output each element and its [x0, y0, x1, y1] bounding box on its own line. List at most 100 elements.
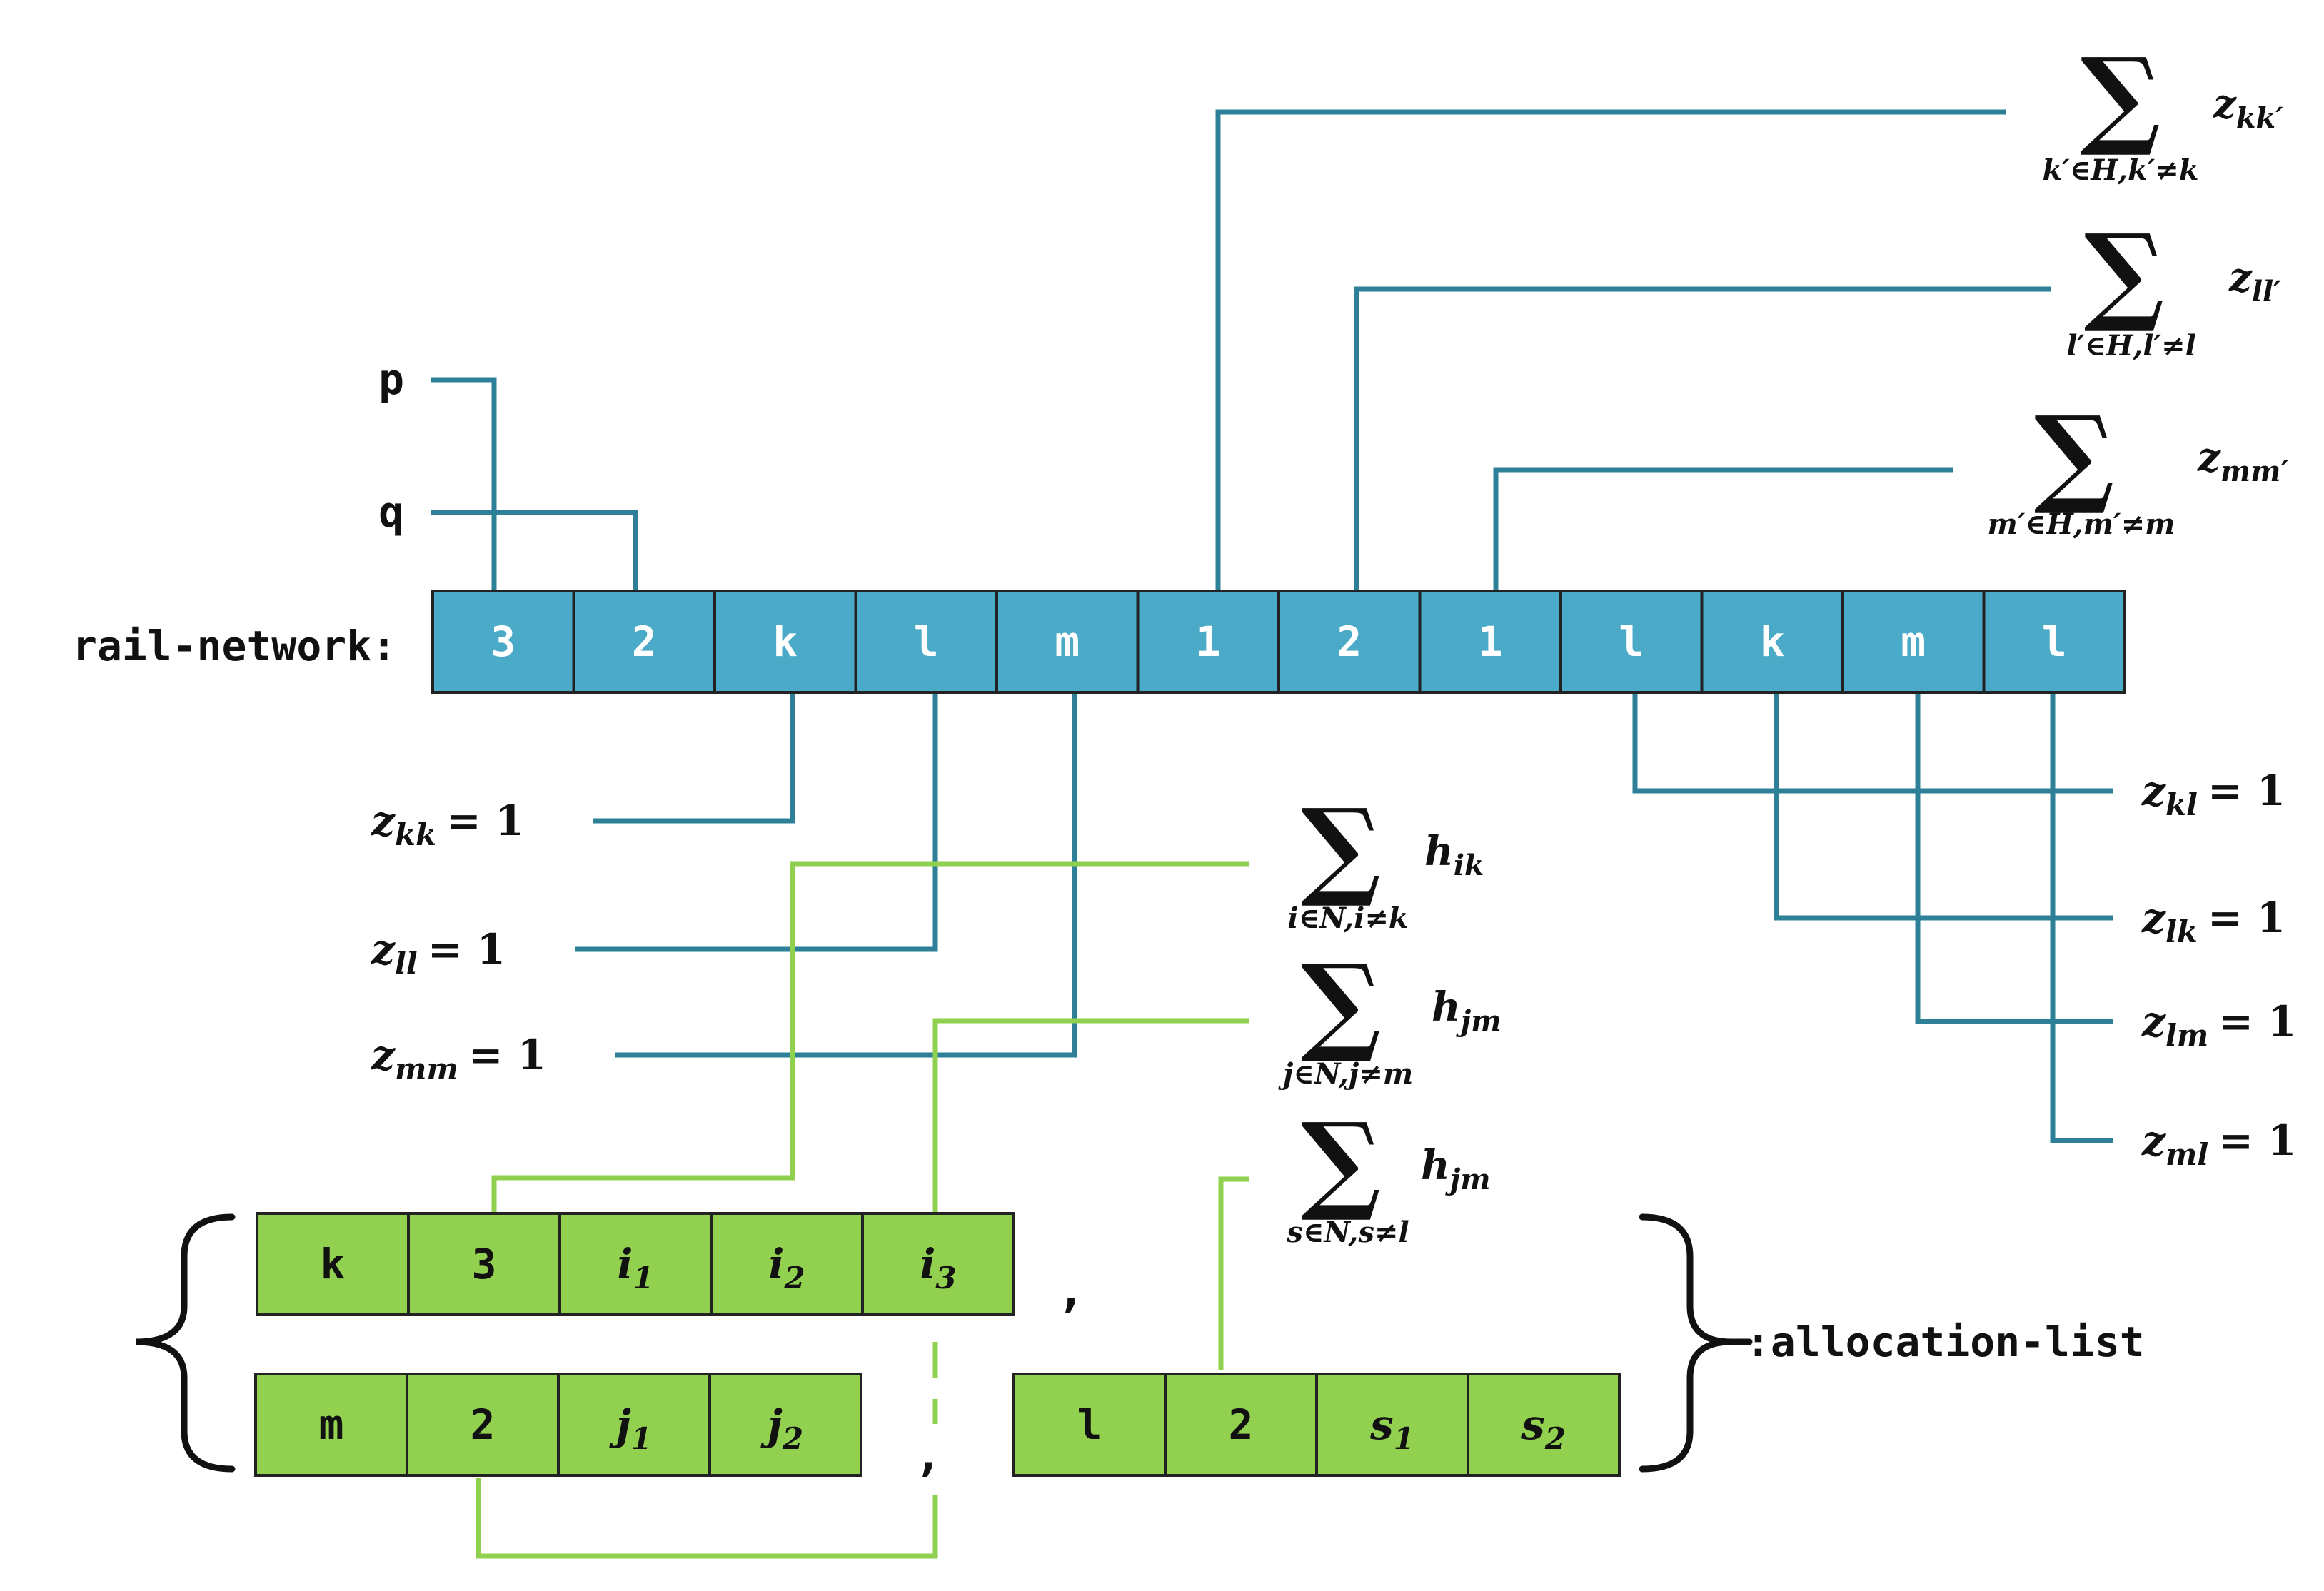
- rail-cell-text-5: 1: [1196, 617, 1221, 666]
- eq-sub: kl: [2165, 787, 2198, 822]
- sum-symbol: ∑: [1301, 941, 1382, 1066]
- sum-symbol: ∑: [2081, 34, 2161, 160]
- alloc-row2b-cell-text-0: l: [1077, 1400, 1102, 1449]
- eq-var: z: [371, 925, 396, 974]
- alloc-row1-cell-1: [407, 1212, 561, 1316]
- left-brace: [135, 1213, 236, 1473]
- sum-under: m′∈H,m′≠m: [1988, 507, 2175, 541]
- connector-q: [431, 510, 638, 591]
- alloc-row1-cell-0: [256, 1212, 410, 1316]
- sum-under: j∈N,j≠m: [1278, 1057, 1413, 1091]
- sum-sub: mm′: [2220, 455, 2289, 488]
- sum-term: hjm: [1432, 984, 1501, 1038]
- connector-zlm: [1915, 692, 2113, 1024]
- sum-term: hjm: [1421, 1142, 1491, 1196]
- connector-zll: [575, 692, 938, 952]
- alloc-row1-cell-2: [558, 1212, 713, 1316]
- allocation-row-1: k 3 i1 i2 i3: [256, 1212, 1015, 1316]
- alloc-row2a-cell-3: [708, 1373, 862, 1477]
- connector-zkl: [1632, 692, 2113, 794]
- alloc-row2b-cell-3: [1467, 1373, 1621, 1477]
- eq-rhs: = 1: [2208, 894, 2285, 942]
- eq-sub: mm: [395, 1051, 458, 1086]
- connector-sum-ll: [1354, 286, 2051, 591]
- eq-sub: kk: [395, 817, 436, 852]
- rail-cell-1: [572, 590, 716, 694]
- sum-term: hik: [1424, 828, 1484, 882]
- sum-top-kk: ∑ k′∈H,k′≠k zkk′: [2042, 34, 2283, 187]
- allocation-list-label: :allocation-list: [1746, 1318, 2145, 1366]
- sum-h-sl: ∑ s∈N,s≠l hjm: [1286, 1099, 1490, 1249]
- eq-var: z: [371, 797, 396, 845]
- right-brace: [1639, 1213, 1732, 1473]
- alloc-row1-cell-4: [861, 1212, 1015, 1316]
- comma-2: ,: [915, 1429, 942, 1482]
- rail-connector-lines: [431, 109, 2113, 1143]
- sum-under: k′∈H,k′≠k: [2042, 153, 2198, 187]
- rail-cell-text-1: 2: [632, 617, 657, 666]
- eq-var: z: [2141, 997, 2166, 1046]
- connector-sum-mm: [1493, 467, 1953, 591]
- sum-var: z: [2197, 434, 2221, 481]
- eq-rhs: = 1: [2218, 1116, 2296, 1165]
- alloc-row1-cell-text-0: k: [321, 1240, 346, 1288]
- sum-term: zmm′: [2197, 434, 2288, 488]
- sum-under: i∈N,i≠k: [1287, 901, 1408, 935]
- alloc-row1-cell-text-1: 3: [472, 1240, 497, 1288]
- label-p: p: [378, 355, 404, 405]
- rail-cell-text-9: k: [1760, 617, 1785, 666]
- sum-term: zll′: [2228, 254, 2281, 308]
- alloc-row2b-cell-text-3: s2: [1521, 1400, 1566, 1456]
- alloc-row1-cell-text-3: i2: [768, 1240, 805, 1295]
- sum-h-jm: ∑ j∈N,j≠m hjm: [1278, 941, 1501, 1091]
- sum-top-mm: ∑ m′∈H,m′≠m zmm′: [1988, 393, 2289, 541]
- eq-sub: ml: [2165, 1137, 2208, 1172]
- rail-cell-3: [854, 590, 998, 694]
- rail-cell-text-0: 3: [491, 617, 515, 666]
- sum-var: z: [2228, 254, 2253, 301]
- equation-zll: zll = 1: [371, 925, 505, 981]
- rail-cell-5: [1136, 590, 1280, 694]
- sum-term: zkk′: [2213, 81, 2283, 135]
- equation-zlk: zlk= 1: [2141, 894, 2285, 949]
- rail-cell-text-6: 2: [1337, 617, 1362, 666]
- rail-cell-text-7: 1: [1478, 617, 1503, 666]
- eq-rhs: = 1: [428, 925, 505, 974]
- equation-zlm: zlm= 1: [2141, 997, 2297, 1053]
- alloc-row1-cell-3: [710, 1212, 864, 1316]
- alloc-row1-cell-text-4: i3: [920, 1240, 956, 1295]
- alloc-row2b-cell-text-2: s1: [1369, 1400, 1414, 1456]
- rail-cell-11: [1982, 590, 2126, 694]
- equation-zkk: zkk= 1: [371, 797, 524, 852]
- alloc-row2b-cell-1: [1164, 1373, 1318, 1477]
- allocation-connector-lines: [476, 861, 1249, 1559]
- rail-cell-text-2: k: [773, 617, 798, 666]
- sum-symbol: ∑: [2034, 393, 2115, 518]
- eq-var: z: [371, 1031, 396, 1079]
- rail-cell-9: [1700, 590, 1844, 694]
- eq-rhs: = 1: [2208, 767, 2285, 815]
- equation-zml: zml = 1: [2141, 1116, 2297, 1172]
- rail-cell-text-4: m: [1055, 617, 1080, 666]
- connector-h-jm: [932, 1018, 1249, 1213]
- rail-cell-text-10: m: [1901, 617, 1926, 666]
- sum-symbol: ∑: [2084, 211, 2165, 336]
- connector-p: [431, 377, 497, 591]
- eq-sub: lk: [2165, 914, 2198, 949]
- sum-h-ik: ∑ i∈N,i≠k hik: [1287, 785, 1484, 935]
- rail-cell-text-8: l: [1619, 617, 1644, 666]
- eq-sub: ll: [395, 946, 418, 981]
- eq-rhs: = 1: [468, 1031, 546, 1079]
- eq-var: z: [2141, 1116, 2166, 1165]
- connector-zlk: [1774, 692, 2113, 921]
- sum-sub: jm: [1456, 1004, 1501, 1038]
- sum-under: l′∈H,l′≠l: [2066, 329, 2196, 363]
- connector-zkk: [593, 692, 795, 824]
- sum-sub: ik: [1454, 849, 1484, 882]
- alloc-row1-cell-text-2: i1: [617, 1240, 653, 1295]
- eq-var: z: [2141, 767, 2166, 815]
- sum-var: z: [2213, 81, 2237, 128]
- alloc-row2a-cell-0: [254, 1373, 408, 1477]
